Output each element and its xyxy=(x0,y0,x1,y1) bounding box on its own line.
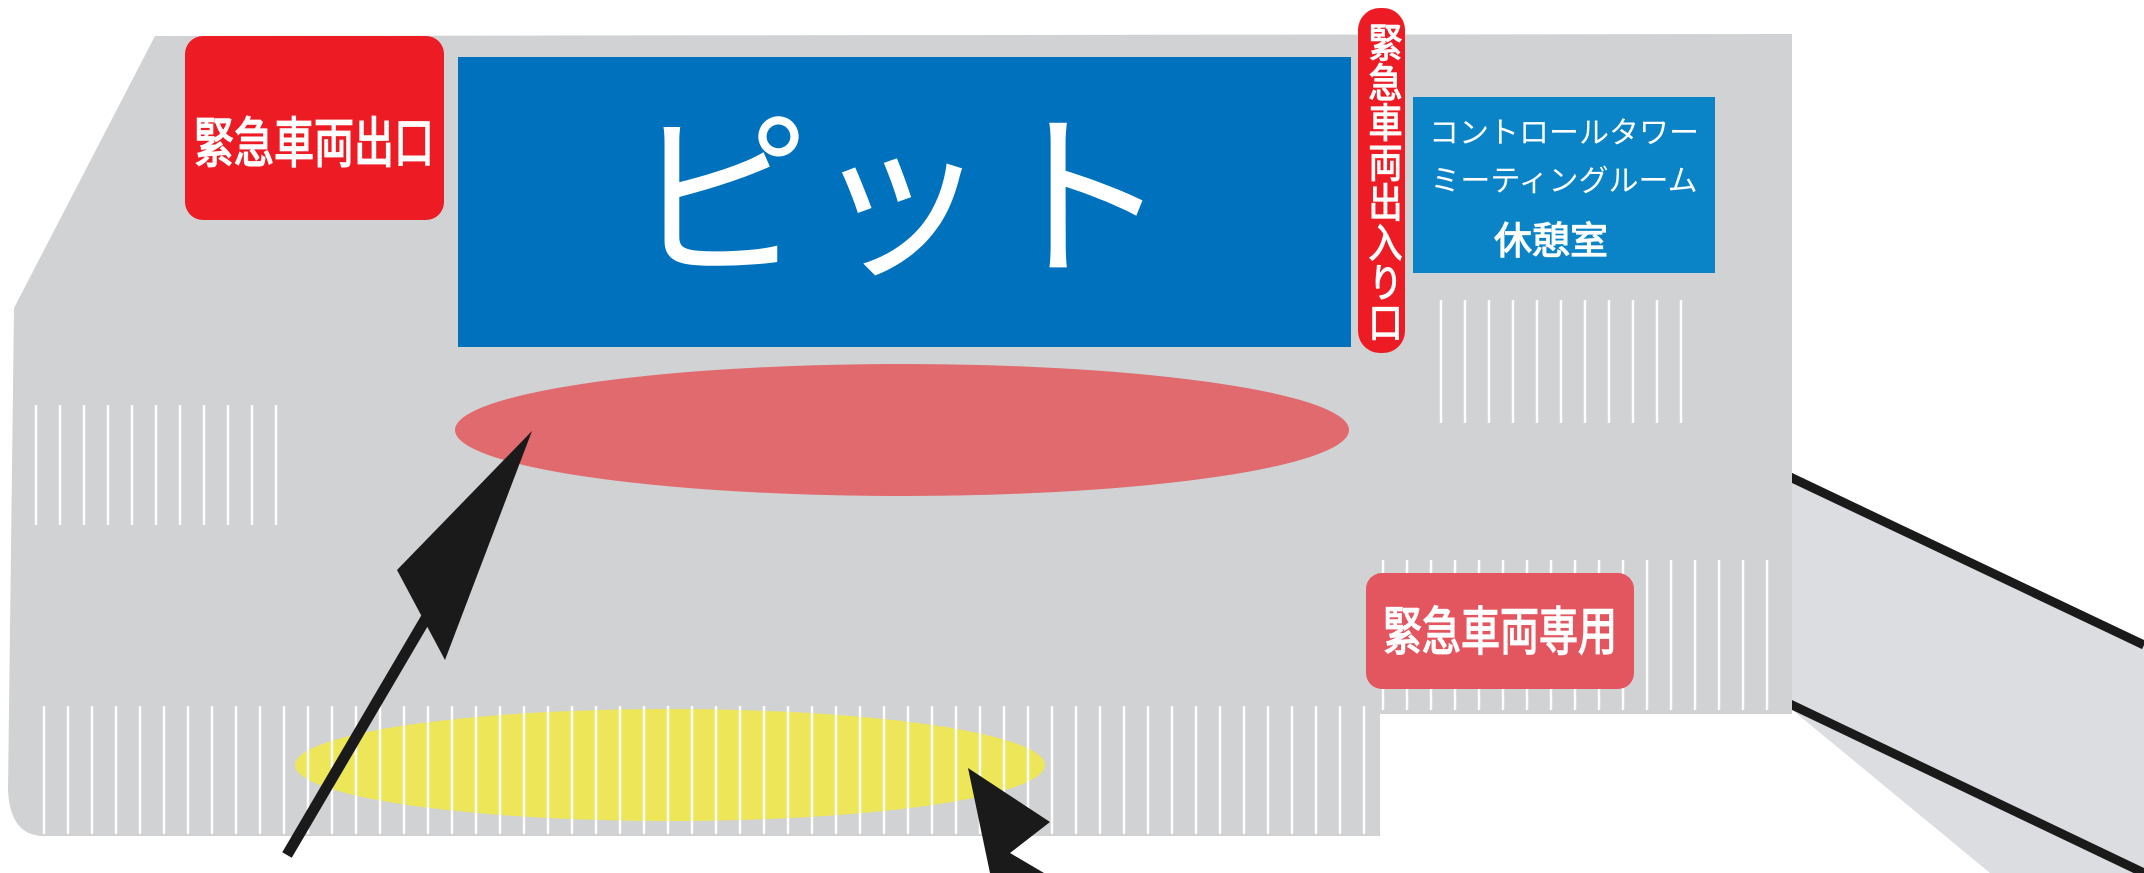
rest-room-label: 休憩室 xyxy=(1493,219,1608,263)
meeting-room-label: ミーティングルーム xyxy=(1430,164,1697,199)
emergency-only-label: 緊急車両専用 xyxy=(1383,603,1617,663)
emergency-entrance-sign xyxy=(1358,8,1405,353)
emergency-exit-sign xyxy=(185,36,444,220)
road-edge-lower xyxy=(1788,699,2144,873)
pit-label: ピット xyxy=(630,96,1170,305)
access-road xyxy=(1788,472,2144,873)
pit-building xyxy=(458,57,1351,347)
road-surface xyxy=(1790,477,2144,873)
road-edge-upper xyxy=(1788,472,2144,650)
parking-stripes xyxy=(34,300,1769,710)
arrow-up-right-icon xyxy=(282,431,532,858)
emergency-exit-label: 緊急車両出口 xyxy=(194,112,434,175)
control-tower-building xyxy=(1413,97,1715,273)
emergency-only-sign xyxy=(1366,573,1634,689)
parking-stripes-overlay xyxy=(42,706,1366,834)
arrow-up-left-icon xyxy=(968,768,1050,873)
control-tower-label: コントロールタワー xyxy=(1429,116,1699,151)
emergency-entrance-label: 緊急車両出入り口 xyxy=(1362,22,1402,342)
red-zone xyxy=(455,364,1349,496)
yellow-zone xyxy=(295,709,1045,821)
